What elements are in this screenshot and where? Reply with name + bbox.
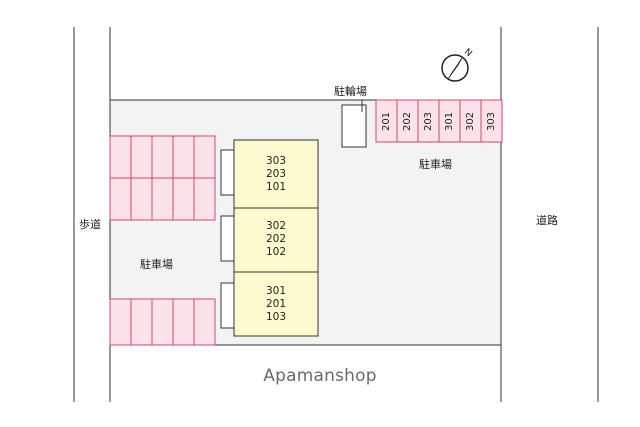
bicycle-parking-label: 駐輪場 [334,85,367,98]
unit-number: 102 [265,246,287,258]
brand-watermark: Apamanshop [263,366,377,386]
compass-icon [441,54,469,82]
unit-number: 103 [265,311,287,323]
unit-number: 101 [265,181,287,193]
parking-slot-label: 202 [402,111,413,131]
parking-left-upper [109,135,216,221]
parking-slot-label: 302 [465,111,476,131]
parking-right-label: 駐車場 [419,158,452,171]
parking-slot-label: 301 [444,111,455,131]
building-3 [220,271,319,337]
building-1-units: 303 203 101 [234,155,318,194]
building-2 [220,207,319,273]
unit-number: 203 [265,168,287,180]
parking-top-right [375,99,503,143]
building-1 [220,139,319,209]
parking-slot-label: 303 [486,111,497,131]
building-2-units: 302 202 102 [234,220,318,259]
road-label: 道路 [536,214,558,227]
parking-left-label: 駐車場 [140,258,173,271]
unit-number: 201 [265,298,287,310]
unit-number: 303 [265,155,287,167]
parking-slot-label: 203 [423,111,434,131]
unit-number: 302 [265,220,287,232]
unit-number: 202 [265,233,287,245]
unit-number: 301 [265,285,287,297]
parking-slot-label: 201 [381,111,392,131]
sidewalk-label: 歩道 [79,218,101,231]
parking-left-lower [109,298,216,346]
building-3-units: 301 201 103 [234,285,318,324]
